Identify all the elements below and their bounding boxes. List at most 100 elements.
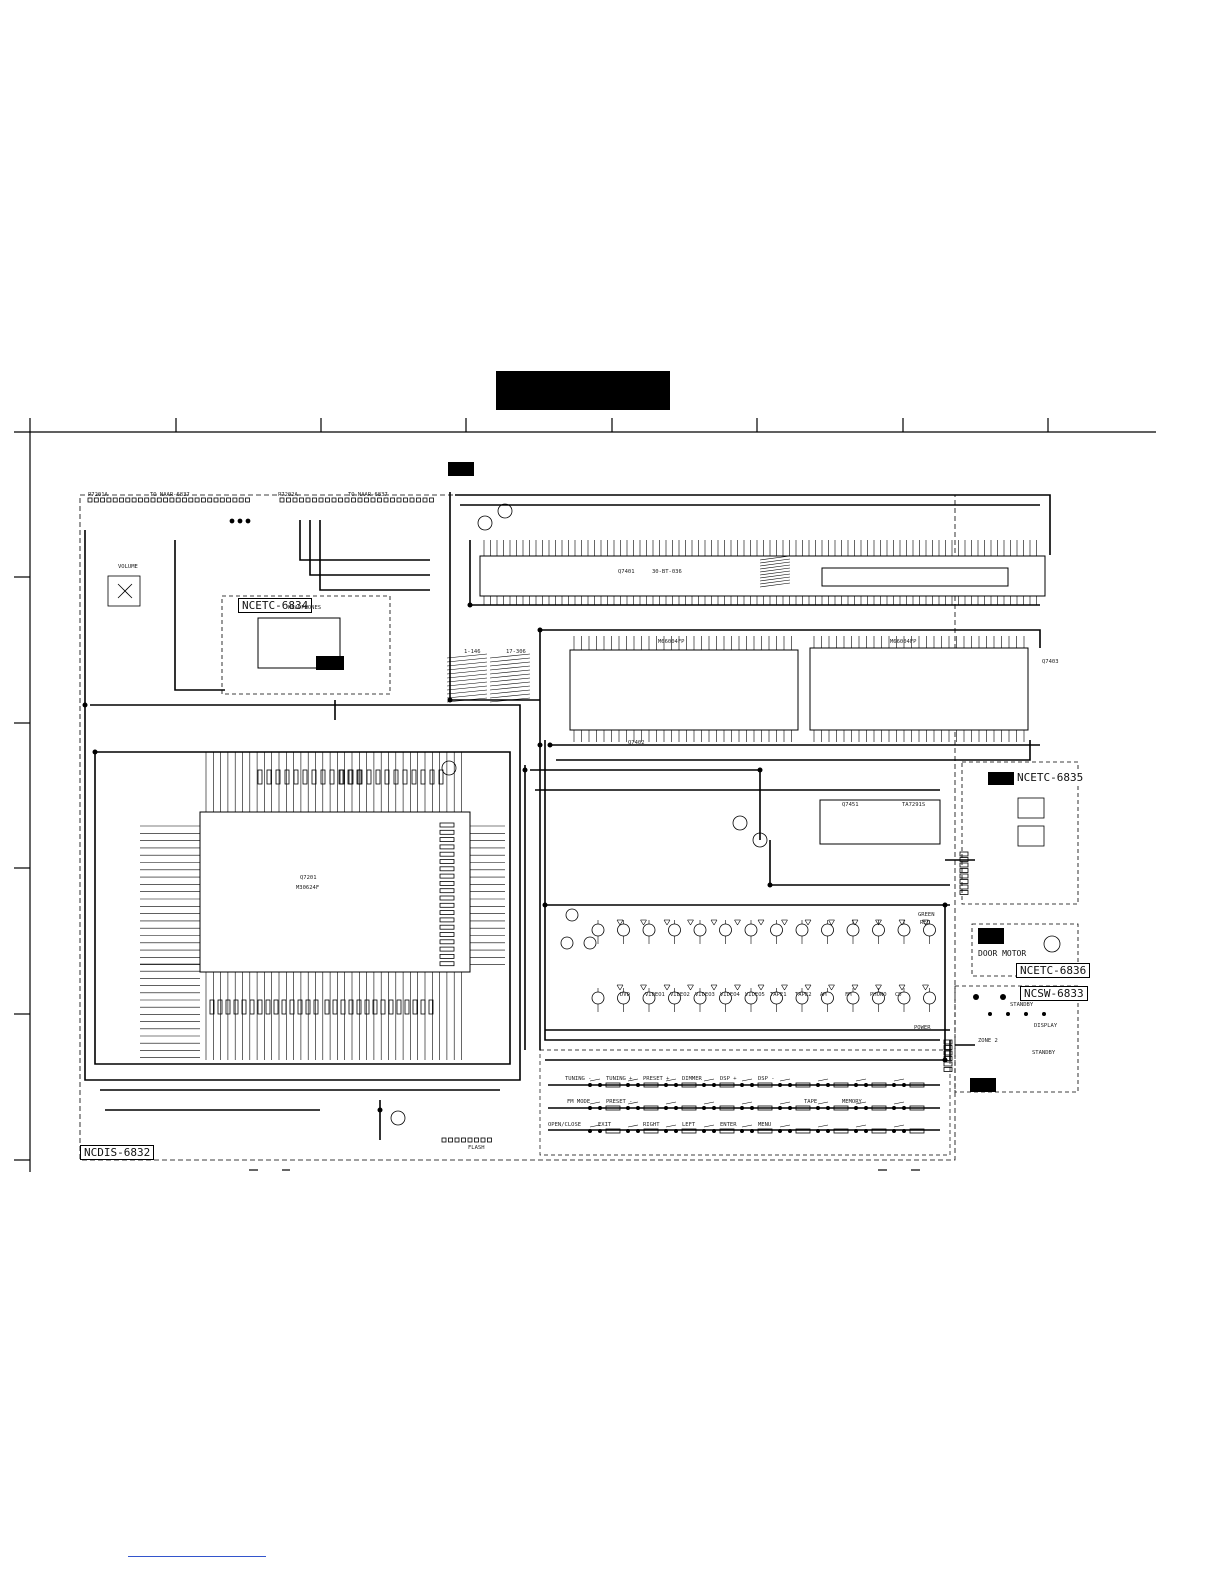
transistor — [617, 923, 630, 937]
segment-hatch — [759, 555, 791, 561]
red-label: RED — [920, 920, 930, 926]
cpu-label: Q7201 — [300, 875, 317, 881]
switch-lever — [703, 1101, 715, 1105]
switch-contact — [664, 1129, 669, 1134]
key-label: DSP - — [758, 1076, 775, 1082]
segment-hatch — [489, 689, 531, 695]
motor — [1043, 935, 1061, 953]
junction — [92, 749, 98, 755]
transistor — [821, 923, 834, 937]
junction — [537, 742, 543, 748]
switch-contact — [788, 1129, 793, 1134]
switch-contact — [664, 1106, 669, 1111]
led-mark — [922, 919, 926, 926]
junction — [377, 1107, 383, 1113]
resistor — [388, 999, 394, 1015]
junction — [522, 767, 528, 773]
input-indicator-label: VIDEO5 — [745, 992, 765, 998]
resistor — [439, 888, 455, 894]
switch-contact — [778, 1106, 783, 1111]
segment-hatch — [759, 570, 791, 576]
switch-contact — [598, 1083, 603, 1088]
resistor — [833, 1128, 849, 1134]
resistor — [439, 939, 455, 945]
resistor — [439, 961, 455, 967]
resistor — [605, 1105, 621, 1111]
junction — [537, 627, 543, 633]
led-mark — [757, 919, 762, 926]
connector-pin — [422, 497, 428, 503]
switch-contact — [854, 1129, 859, 1134]
driver-left-part-label: M66004FP — [658, 639, 685, 645]
resistor — [284, 769, 290, 785]
switch-lever — [893, 1078, 905, 1082]
switch-contact — [636, 1083, 641, 1088]
resistor — [439, 866, 455, 872]
led-mark — [663, 984, 668, 991]
connector-pin — [338, 497, 343, 503]
switch-contact — [854, 1083, 859, 1088]
switch-lever — [855, 1101, 867, 1105]
resistor — [420, 999, 426, 1015]
board-label-door: NCETC-6836 — [1016, 963, 1091, 978]
resistor — [439, 829, 455, 835]
switch-contact — [1042, 1012, 1047, 1017]
resistor — [795, 1082, 811, 1088]
resistor — [439, 881, 455, 886]
switch-contact — [598, 1129, 603, 1134]
switch-contact — [664, 1083, 669, 1088]
driver-left-label: Q7402 — [628, 740, 645, 746]
resistor — [757, 1128, 773, 1134]
input-indicator-label: PHONO — [870, 992, 887, 998]
connector-pin — [312, 497, 317, 503]
resistor — [439, 917, 455, 923]
switch-contact — [712, 1129, 717, 1134]
motor-driver-part-label: TA7291S — [902, 802, 926, 808]
transistor — [897, 991, 911, 1005]
resistor — [241, 999, 247, 1015]
switch-contact — [702, 1106, 707, 1111]
key-label: EXIT — [598, 1122, 612, 1128]
connector-pin — [137, 497, 143, 503]
resistor — [833, 1105, 849, 1111]
connector-pin — [200, 497, 206, 503]
led-mark — [616, 984, 621, 991]
led-mark — [710, 919, 715, 926]
resistor — [428, 999, 434, 1015]
connector-pin — [383, 497, 389, 503]
encoder-contact — [117, 583, 133, 599]
resistor — [249, 999, 255, 1015]
led-mark — [760, 984, 765, 991]
footer-link[interactable] — [128, 1556, 266, 1557]
segment-hatch — [489, 673, 531, 679]
switch-contact — [1024, 1012, 1029, 1017]
resistor — [439, 932, 455, 937]
resistor — [293, 769, 299, 785]
led-mark — [784, 984, 788, 991]
transistor — [565, 908, 579, 922]
connector-mid-label: P7202A — [278, 492, 298, 498]
transistor — [477, 515, 493, 531]
board-marker-sensor — [988, 772, 1014, 785]
key-label: TUNING + — [606, 1076, 633, 1082]
board-label-headphones: NCETC-6834 — [238, 598, 313, 613]
switch-contact — [864, 1129, 869, 1134]
resistor — [605, 1128, 621, 1134]
resistor — [871, 1082, 887, 1088]
resistor — [439, 859, 455, 864]
led-mark — [828, 984, 832, 991]
segment-hatch — [446, 661, 488, 667]
led-mark — [901, 984, 906, 991]
segment-hatch — [446, 673, 488, 679]
connector-pin — [377, 497, 382, 503]
key-label: PRESET + — [643, 1076, 670, 1082]
switch-contact — [788, 1083, 793, 1088]
segment-hatch — [489, 657, 531, 663]
bus-line — [556, 740, 1031, 761]
resistor — [439, 844, 455, 850]
key-label: LEFT — [682, 1122, 696, 1128]
segment-hatch — [489, 685, 531, 691]
switch-contact — [674, 1129, 679, 1134]
resistor — [439, 851, 455, 857]
switch-contact — [750, 1129, 755, 1134]
